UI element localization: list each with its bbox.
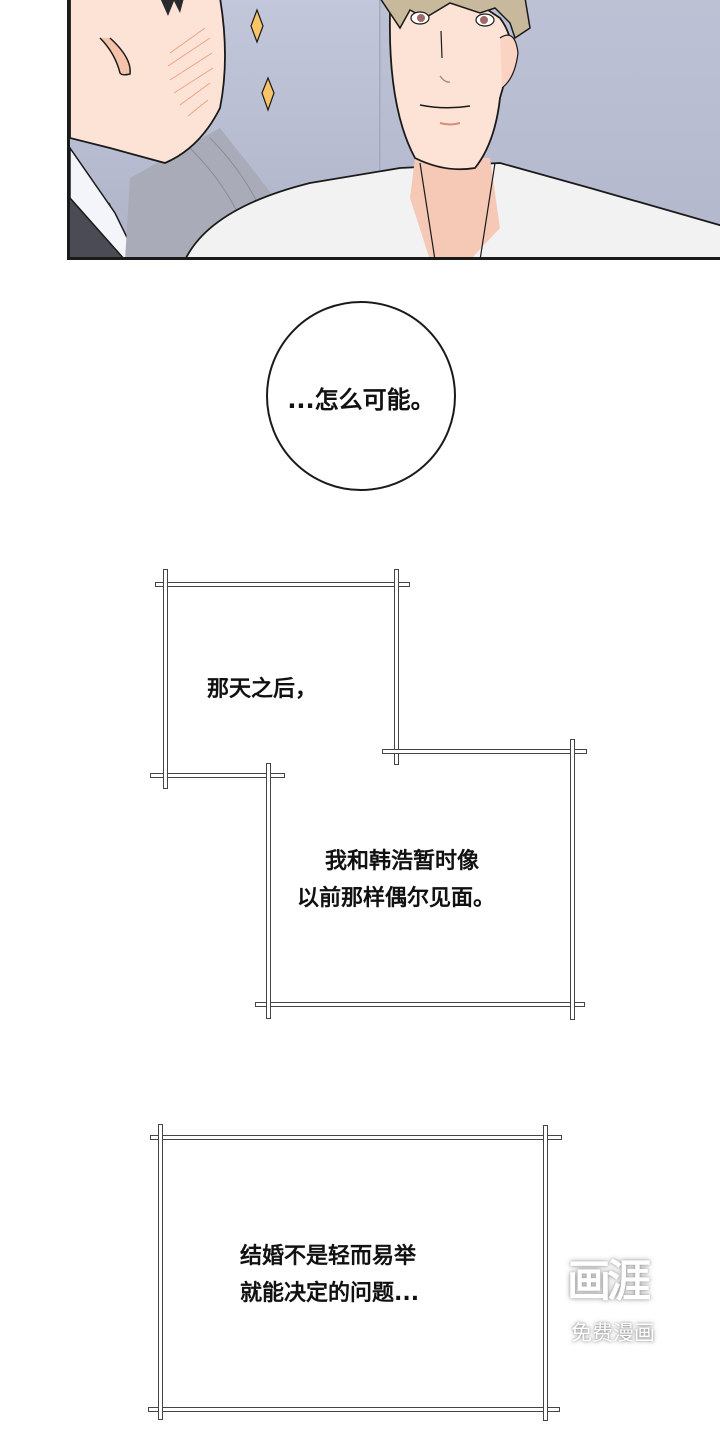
narration-text-2-line-1: 我和韩浩暂时像 [325, 849, 480, 874]
frame-line [394, 569, 399, 765]
frame-line [150, 1135, 562, 1140]
narration-text-1: 那天之后， [207, 677, 318, 702]
narration-text-2-line-2: 以前那样偶尔见面。 [297, 886, 496, 911]
frame-line [158, 1124, 163, 1420]
frame-line [266, 763, 271, 1019]
frame-line [543, 1125, 548, 1421]
frame-line [255, 1002, 585, 1007]
speech-bubble: ...怎么可能。 [266, 301, 456, 491]
frame-line [570, 739, 575, 1020]
narration-text-3-line-2: 就能决定的问题... [240, 1281, 420, 1306]
watermark-logo: 画涯 [567, 1256, 651, 1307]
frame-line [163, 569, 168, 789]
frame-line [150, 773, 285, 778]
frame-line [382, 749, 587, 754]
speech-bubble-text: ...怎么可能。 [287, 385, 435, 414]
frame-line [148, 1407, 560, 1412]
comic-panel-illustration [67, 0, 720, 260]
panel-artwork [70, 0, 720, 257]
site-watermark: 画涯 免费漫画 [565, 1245, 690, 1350]
narration-text-3-line-1: 结婚不是轻而易举 [240, 1244, 417, 1269]
frame-line [155, 582, 410, 587]
watermark-subtitle: 免费漫画 [571, 1321, 655, 1345]
